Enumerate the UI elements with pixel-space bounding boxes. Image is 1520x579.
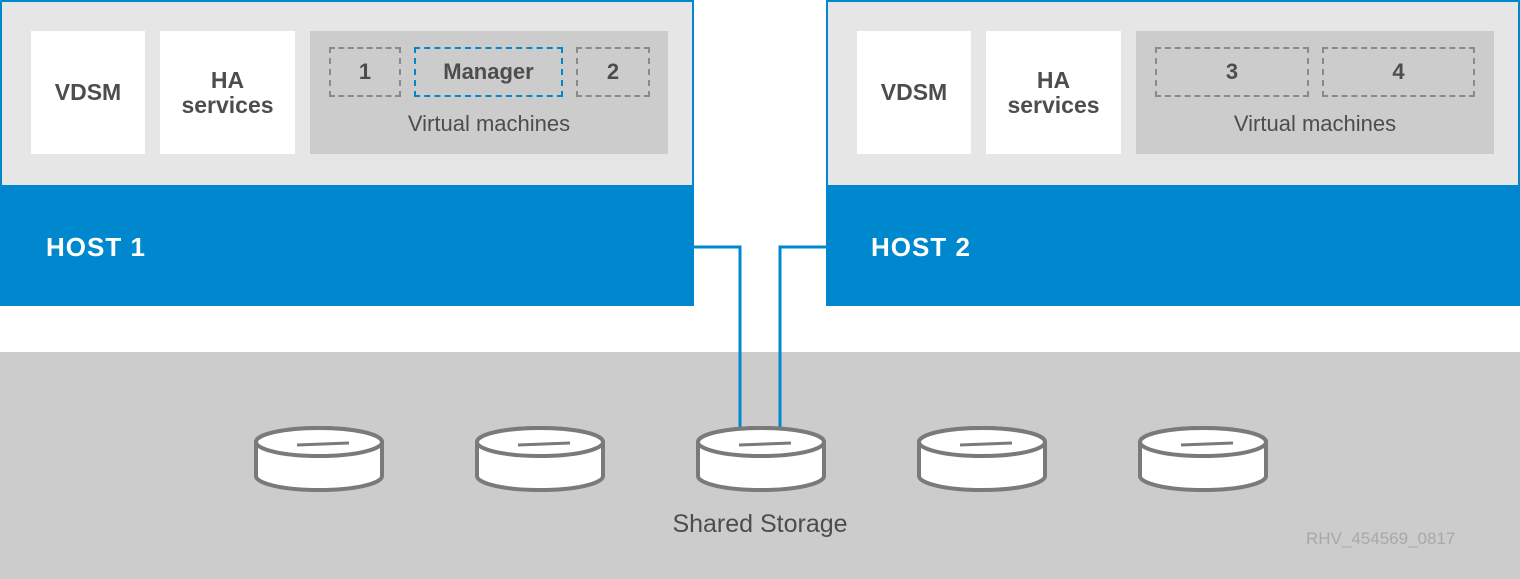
host-2-label: HOST 2 bbox=[871, 232, 971, 262]
host-2-vdsm-text: VDSM bbox=[880, 79, 948, 106]
disk-icon bbox=[917, 426, 1047, 492]
disk-icon bbox=[475, 426, 605, 492]
host-2-bar bbox=[826, 185, 1520, 306]
host-1-ha-services: HA services bbox=[160, 31, 295, 154]
shared-storage-label: Shared Storage bbox=[672, 510, 848, 538]
host-1-vm-group-label: Virtual machines bbox=[407, 111, 571, 136]
host-2-ha-services-text: HA services bbox=[1007, 67, 1100, 118]
disk-icon bbox=[696, 426, 826, 492]
host-1-vdsm: VDSM bbox=[31, 31, 145, 154]
vm-2: 2 bbox=[576, 47, 650, 97]
host-2-storage-link bbox=[778, 245, 826, 430]
host-2-ha-services: HA services bbox=[986, 31, 1121, 154]
disk-group bbox=[254, 426, 1268, 492]
disk-icon bbox=[1138, 426, 1268, 492]
vm-1: 1 bbox=[329, 47, 401, 97]
host-1-bar bbox=[0, 185, 694, 306]
figure-code: RHV_454569_0817 bbox=[1306, 529, 1456, 548]
host-1-ha-services-text: HA services bbox=[181, 67, 274, 118]
host-2-vm-group bbox=[1136, 31, 1494, 154]
host-2-vm-group-label: Virtual machines bbox=[1233, 111, 1397, 136]
host-1-storage-link bbox=[694, 245, 742, 430]
vm-4: 4 bbox=[1322, 47, 1475, 97]
disk-icon bbox=[254, 426, 384, 492]
host-1-vm-group bbox=[310, 31, 668, 154]
host-1-label: HOST 1 bbox=[46, 232, 146, 262]
vm-3: 3 bbox=[1155, 47, 1309, 97]
vm-manager: Manager bbox=[414, 47, 563, 97]
host-1-vdsm-text: VDSM bbox=[54, 79, 122, 106]
host-2-vdsm: VDSM bbox=[857, 31, 971, 154]
